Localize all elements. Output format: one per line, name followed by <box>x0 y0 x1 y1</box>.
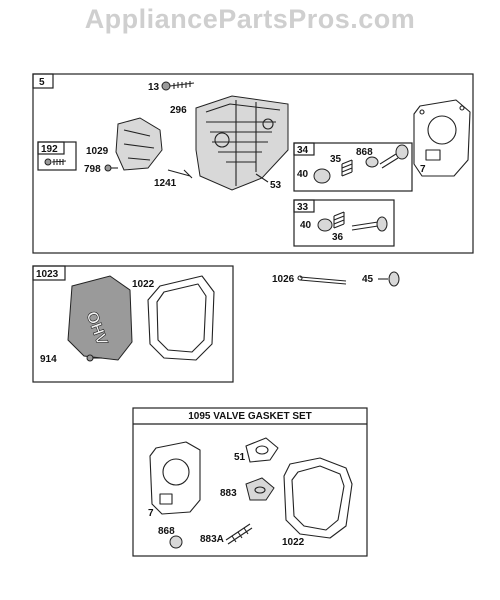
bolt-192-shaft-icon <box>51 159 67 165</box>
screw-798-icon <box>104 164 112 172</box>
label-798: 798 <box>84 164 101 175</box>
label-914: 914 <box>40 354 57 365</box>
group-5-box <box>32 73 474 254</box>
rocker-bracket-icon <box>115 117 163 171</box>
group-34-label: 34 <box>297 145 309 156</box>
set-gasket-bore-icon <box>162 458 190 486</box>
set-gasket-port-icon <box>159 493 173 505</box>
push-rod-end-icon <box>297 275 303 281</box>
valve-36-head-icon <box>376 216 388 232</box>
cylinder-head-icon <box>195 95 289 191</box>
gasket-883a-icon <box>225 523 253 545</box>
gasket-883-icon <box>245 477 275 501</box>
label-53: 53 <box>270 180 282 191</box>
label-45: 45 <box>362 274 374 285</box>
head-port-icon <box>214 132 230 148</box>
valve-cap-40b-icon <box>317 218 333 232</box>
set-cover-gasket-outer-icon <box>283 457 353 539</box>
label-7-top: 7 <box>420 164 426 175</box>
valve-head-icon <box>395 144 409 160</box>
spring-33-icon <box>333 211 345 229</box>
bolt-13-head-icon <box>161 81 171 91</box>
valve-cap-40-icon <box>313 168 331 184</box>
label-7-set: 7 <box>148 508 154 519</box>
group-34-box <box>293 142 413 192</box>
cylinder-head-fins-icon <box>205 100 281 186</box>
rocker-bracket-detail-icon <box>123 129 155 161</box>
watermark: AppliancePartsPros.com <box>84 4 416 34</box>
group-1023-label: 1023 <box>36 269 59 280</box>
group-33-box <box>293 199 395 247</box>
label-35: 35 <box>330 154 342 165</box>
group-34-tag <box>293 142 315 156</box>
label-868-top: 868 <box>356 147 373 158</box>
label-40-bottom: 40 <box>300 220 312 231</box>
label-40-top: 40 <box>297 169 309 180</box>
gasket-51-hole-icon <box>255 445 269 455</box>
group-5-label: 5 <box>39 77 45 88</box>
head-bolt-hole-icon <box>262 118 274 130</box>
head-gasket-icon <box>413 99 471 177</box>
group-1023-tag <box>32 265 66 281</box>
set-cover-gasket-inner-icon <box>291 465 345 531</box>
group-33-label: 33 <box>297 202 309 213</box>
tappet-45-icon <box>388 271 400 287</box>
label-883a: 883A <box>200 534 224 545</box>
valve-cover-icon <box>67 275 133 361</box>
label-1022-set: 1022 <box>282 537 305 548</box>
seal-868-icon <box>365 156 379 168</box>
label-36: 36 <box>332 232 344 243</box>
gasket-51-icon <box>245 437 279 463</box>
bolt-192-icon <box>44 158 52 166</box>
valve-36-stem-icon <box>351 221 379 231</box>
gasket-hole-icon <box>419 109 425 115</box>
label-13: 13 <box>148 82 160 93</box>
label-51: 51 <box>234 452 246 463</box>
label-1026: 1026 <box>272 274 295 285</box>
gasket-883-hole-icon <box>254 486 266 494</box>
group-1095-box <box>132 407 368 557</box>
cover-gasket-inner-icon <box>156 283 207 353</box>
group-5-tag <box>32 73 54 89</box>
seal-868-set-icon <box>169 535 183 549</box>
gasket-bore-icon <box>427 115 457 145</box>
label-1241: 1241 <box>154 178 177 189</box>
label-883: 883 <box>220 488 237 499</box>
pin-1241-icon <box>167 169 193 179</box>
label-296: 296 <box>170 105 187 116</box>
leader-53-icon <box>255 173 269 183</box>
bolt-13-shaft-icon <box>169 81 195 89</box>
set-head-gasket-icon <box>149 441 201 515</box>
label-868-set: 868 <box>158 526 175 537</box>
group-192-tag <box>37 141 65 155</box>
label-1022-top: 1022 <box>132 279 155 290</box>
group-1095-title: 1095 VALVE GASKET SET <box>188 411 312 422</box>
valve-stem-icon <box>379 153 399 169</box>
gasket-port-icon <box>425 149 441 161</box>
screw-914-icon <box>86 354 94 362</box>
cover-gasket-outer-icon <box>147 275 215 361</box>
group-192-label: 192 <box>41 144 58 155</box>
gasket-hole-icon <box>459 105 465 111</box>
spring-35-icon <box>341 159 353 177</box>
group-1023-box <box>32 265 234 383</box>
label-1029: 1029 <box>86 146 109 157</box>
group-33-tag <box>293 199 315 213</box>
push-rod-icon <box>299 276 347 285</box>
